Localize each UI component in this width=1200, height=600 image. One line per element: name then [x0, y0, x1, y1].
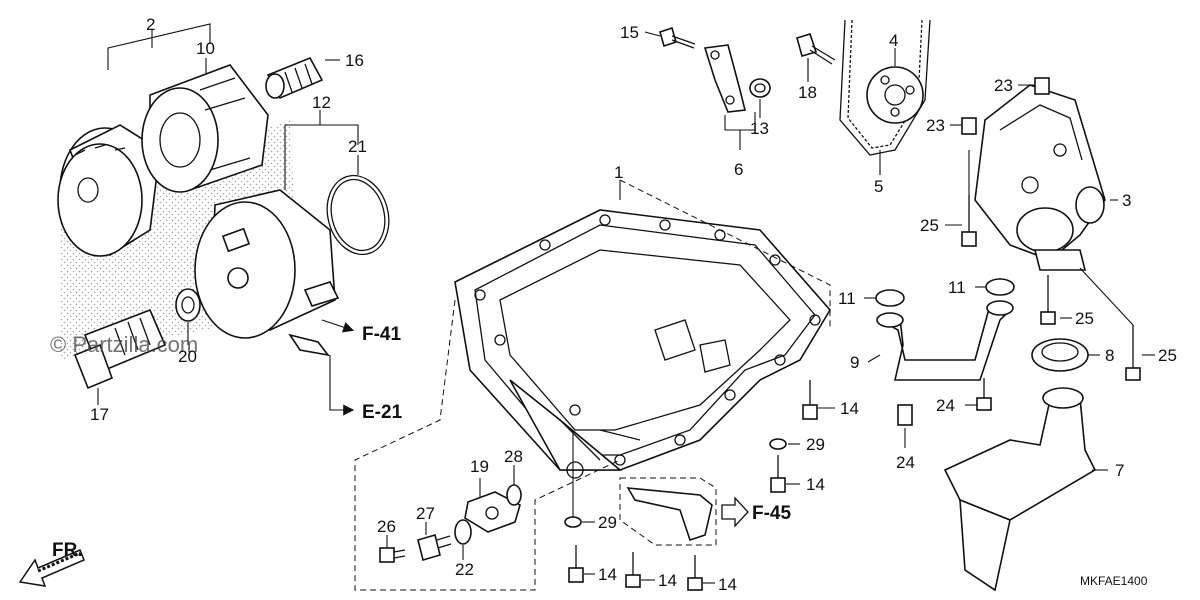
bolt-25b-part[interactable]: [1040, 275, 1056, 325]
oil-pump-sprocket-part[interactable]: [866, 66, 924, 124]
callout-24b[interactable]: 24: [896, 453, 915, 472]
reference-e21[interactable]: E-21: [362, 402, 403, 423]
callout-12[interactable]: 12: [312, 93, 331, 112]
diagram-code: MKFAE1400: [1080, 574, 1148, 588]
bolt-14b-part[interactable]: [770, 455, 786, 493]
callout-15[interactable]: 15: [620, 23, 639, 42]
callout-29b[interactable]: 29: [598, 513, 617, 532]
callout-25a[interactable]: 25: [920, 216, 939, 235]
oil-cooler-nipple-part[interactable]: [265, 56, 324, 100]
callout-24a[interactable]: 24: [936, 396, 955, 415]
callout-26[interactable]: 26: [377, 517, 396, 536]
oil-pan-part[interactable]: [454, 209, 831, 479]
washer-29b-part[interactable]: [564, 516, 582, 528]
callout-11b[interactable]: 11: [948, 278, 966, 297]
callout-3[interactable]: 3: [1122, 191, 1131, 210]
callout-14d[interactable]: 14: [658, 571, 677, 590]
bolt-24a-part[interactable]: [976, 378, 992, 411]
o-ring-11a-part[interactable]: [875, 289, 905, 307]
bolt-14c-part[interactable]: [568, 545, 584, 583]
callout-labels: 1 2 3 4 5 6 7 8 9 10 11 11 12 13 14 14 1…: [90, 15, 1177, 594]
callout-27[interactable]: 27: [416, 504, 435, 523]
bolt-14a-part[interactable]: [802, 380, 818, 420]
o-ring-11b-part[interactable]: [985, 278, 1015, 296]
bolt-26-part[interactable]: [379, 547, 406, 563]
callout-25b[interactable]: 25: [1075, 309, 1094, 328]
seal-8-part[interactable]: [1031, 338, 1089, 372]
callout-14a[interactable]: 14: [840, 399, 859, 418]
callout-20[interactable]: 20: [178, 347, 197, 366]
bolt-14e-part[interactable]: [687, 555, 703, 591]
callout-9[interactable]: 9: [850, 353, 859, 372]
oil-pipe-part[interactable]: [876, 300, 1014, 381]
callout-13[interactable]: 13: [750, 119, 769, 138]
bracket-6-part[interactable]: [703, 44, 746, 113]
leader-lines: [97, 23, 1155, 584]
callout-2[interactable]: 2: [146, 15, 155, 34]
callout-7[interactable]: 7: [1115, 461, 1124, 480]
f45-arrow: [721, 496, 749, 528]
oil-cooler-part[interactable]: [194, 189, 340, 357]
bolt-18-part[interactable]: [796, 33, 836, 65]
oil-pump-part[interactable]: [974, 84, 1106, 271]
callout-10[interactable]: 10: [196, 39, 215, 58]
callout-22[interactable]: 22: [455, 560, 474, 579]
collar-13-part[interactable]: [749, 78, 771, 98]
reference-f45[interactable]: F-45: [752, 503, 792, 524]
bolt-24b-part[interactable]: [897, 404, 913, 426]
callout-21[interactable]: 21: [348, 137, 367, 156]
callout-16[interactable]: 16: [345, 51, 364, 70]
callout-14b[interactable]: 14: [806, 475, 825, 494]
bolt-25a-part[interactable]: [961, 195, 977, 247]
watermark: © Partzilla.com: [50, 332, 198, 357]
callout-29a[interactable]: 29: [806, 435, 825, 454]
callout-14e[interactable]: 14: [718, 575, 737, 594]
callout-1[interactable]: 1: [614, 163, 623, 182]
callout-4[interactable]: 4: [889, 31, 898, 50]
callout-5[interactable]: 5: [874, 177, 883, 196]
washer-20-part[interactable]: [175, 288, 201, 322]
callout-28[interactable]: 28: [504, 447, 523, 466]
front-indicator: FR.: [52, 540, 83, 561]
gasket-19-part[interactable]: [464, 491, 521, 533]
callout-19[interactable]: 19: [470, 457, 489, 476]
bolt-25c-part[interactable]: [1125, 325, 1141, 381]
bolt-27-part[interactable]: [417, 533, 452, 562]
callout-8[interactable]: 8: [1105, 346, 1114, 365]
dowel-23a-part[interactable]: [1034, 77, 1050, 95]
callout-6[interactable]: 6: [734, 160, 743, 179]
callout-23a[interactable]: 23: [994, 76, 1013, 95]
callout-11a[interactable]: 11: [838, 289, 856, 308]
oil-strainer-part[interactable]: [943, 387, 1097, 592]
dowel-23b-part[interactable]: [961, 117, 977, 135]
washer-28-part[interactable]: [506, 484, 522, 506]
bolt-14d-part[interactable]: [625, 552, 641, 588]
washer-22-part[interactable]: [454, 519, 472, 545]
oil-filter-part[interactable]: [57, 124, 161, 257]
callout-18[interactable]: 18: [798, 83, 817, 102]
oil-filter-element-part[interactable]: [141, 64, 269, 193]
callout-23b[interactable]: 23: [926, 116, 945, 135]
callout-25c[interactable]: 25: [1158, 346, 1177, 365]
bolt-15-part[interactable]: [659, 26, 696, 49]
drain-bolt-part[interactable]: [73, 308, 167, 390]
callout-14c[interactable]: 14: [598, 565, 617, 584]
reference-f41[interactable]: F-41: [362, 324, 402, 345]
o-ring-part[interactable]: [319, 169, 398, 262]
callout-17[interactable]: 17: [90, 405, 109, 424]
oil-pan-dashed-group: [354, 179, 831, 591]
washer-29a-part[interactable]: [769, 438, 787, 450]
